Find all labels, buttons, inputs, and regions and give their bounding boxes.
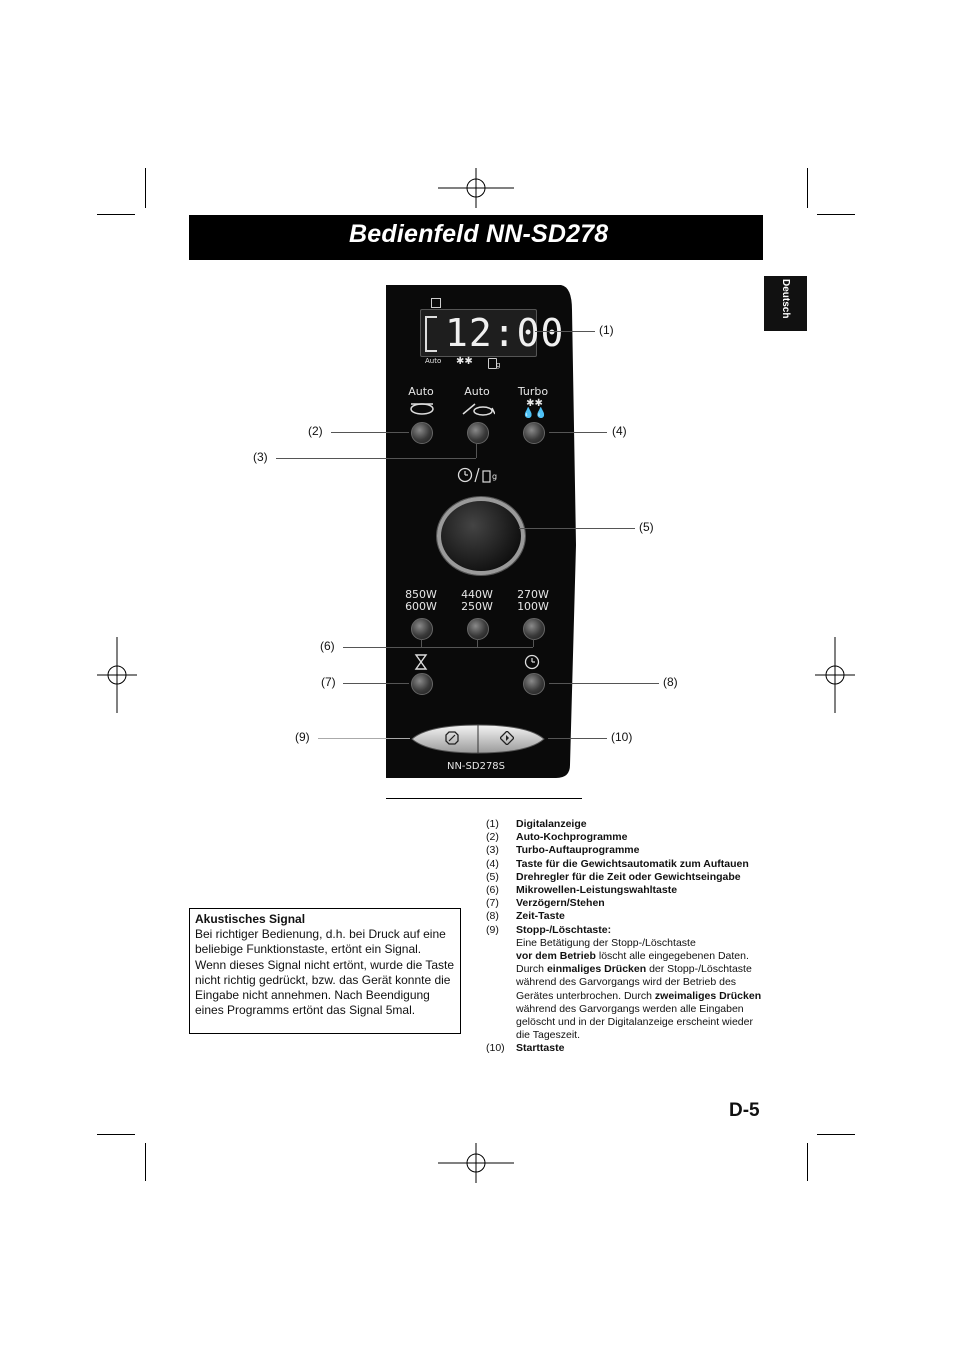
legend-item: (10)Starttaste (486, 1042, 565, 1055)
callout-9: (9) (295, 730, 310, 744)
dial-weight-unit: g (492, 472, 498, 481)
auto-cook-label: Auto (408, 385, 434, 398)
legend-item: (7)Verzögern/Stehen (486, 897, 605, 910)
stop-description: Eine Betätigung der Stopp-/Löschtaste vo… (516, 936, 762, 1042)
power-850-text: 850W (405, 588, 437, 601)
power-850-600-label: 850W 600W (402, 589, 440, 613)
legend-item: (1)Digitalanzeige (486, 818, 587, 830)
legend-item: (2)Auto-Kochprogramme (486, 831, 628, 844)
display-digits: 12:00 (445, 311, 565, 355)
leader-line (549, 432, 607, 433)
legend-list: (1)Digitalanzeige (2)Auto-Kochprogramme … (486, 818, 766, 1056)
power-250-text: 250W (461, 600, 493, 613)
crop-mark (817, 214, 855, 215)
leader-line (343, 647, 533, 648)
callout-8: (8) (663, 675, 678, 689)
divider (386, 798, 582, 799)
page-title: Bedienfeld NN-SD278 (349, 220, 609, 248)
callout-6: (6) (320, 639, 335, 653)
signal-heading: Akustisches Signal (195, 912, 306, 926)
model-number: NN-SD278S (446, 761, 506, 772)
power-270-100-button[interactable] (523, 618, 545, 640)
auto-cook-button[interactable] (411, 422, 433, 444)
language-tab-label: Deutsch (780, 279, 791, 319)
page-number: D-5 (729, 1100, 760, 1121)
power-440-250-label: 440W 250W (458, 589, 496, 613)
display-indicator-icon (431, 298, 441, 308)
leader-line (318, 738, 410, 739)
weight-defrost-button[interactable] (523, 422, 545, 444)
callout-4: (4) (612, 424, 627, 438)
leader-line (276, 458, 476, 459)
registration-mark-icon (97, 637, 137, 713)
power-270-100-label: 270W 100W (514, 589, 552, 613)
digital-display: 12:00 (420, 309, 563, 357)
crop-mark (807, 168, 808, 208)
legend-item: (9)Stopp-/Löschtaste: (486, 923, 612, 936)
leader-line (421, 639, 422, 647)
power-850-600-button[interactable] (411, 618, 433, 640)
legend-item: (6)Mikrowellen-Leistungswahltaste (486, 884, 678, 897)
turbo-defrost-icon: ✱✱💧💧 (522, 398, 547, 419)
legend-item: (8)Zeit-Taste (486, 910, 565, 923)
stop-icon (445, 731, 459, 745)
clock-weight-icon (457, 467, 491, 483)
leader-line (331, 432, 409, 433)
display-bracket (425, 316, 437, 352)
crop-mark (97, 214, 135, 215)
meat-fish-icon (462, 403, 495, 416)
leader-line (533, 639, 534, 647)
registration-mark-icon (438, 1143, 514, 1183)
crop-mark (817, 1134, 855, 1135)
registration-mark-icon (438, 168, 514, 208)
registration-mark-icon (815, 637, 855, 713)
signal-body: Bei richtiger Bedienung, d.h. bei Druck … (195, 927, 455, 1018)
language-tab: Deutsch (764, 276, 807, 331)
title-bar: Bedienfeld NN-SD278 (189, 215, 763, 260)
time-weight-dial[interactable] (437, 497, 525, 575)
turbo-defrost-button[interactable] (467, 422, 489, 444)
leader-line (535, 331, 595, 332)
leader-line (477, 639, 478, 647)
crop-mark (97, 1134, 135, 1135)
weight-indicator-icon (488, 358, 497, 369)
weight-unit-label: g (496, 361, 501, 369)
leader-line (519, 528, 635, 529)
delay-stand-button[interactable] (411, 673, 433, 695)
dish-icon (410, 403, 434, 415)
power-100-text: 100W (517, 600, 549, 613)
legend-item: (5)Drehregler für die Zeit oder Gewichts… (486, 870, 741, 883)
power-440-text: 440W (461, 588, 493, 601)
crop-mark (145, 1143, 146, 1181)
leader-line (549, 683, 659, 684)
leader-line (548, 738, 607, 739)
callout-2: (2) (308, 424, 323, 438)
callout-5: (5) (639, 520, 654, 534)
turbo-label: Turbo (517, 385, 549, 398)
legend-item: (4)Taste für die Gewichtsautomatik zum A… (486, 857, 749, 870)
clock-icon (524, 654, 540, 670)
auto-defrost-label: Auto (464, 385, 490, 398)
callout-1: (1) (599, 323, 614, 337)
stop-start-rocker (411, 724, 545, 754)
legend-item: (3)Turbo-Auftauprogramme (486, 844, 640, 857)
leader-line (476, 443, 477, 458)
hourglass-icon (414, 654, 428, 670)
signal-info-box: Akustisches Signal Bei richtiger Bedienu… (189, 908, 461, 1034)
timer-button[interactable] (523, 673, 545, 695)
turbo-defrost-indicator-icon: ✱✱ (456, 356, 473, 367)
leader-line (343, 683, 409, 684)
power-270-text: 270W (517, 588, 549, 601)
start-icon (500, 731, 514, 745)
legend-item-description: Eine Betätigung der Stopp-/Löschtaste vo… (486, 937, 766, 1043)
callout-7: (7) (321, 675, 336, 689)
crop-mark (145, 168, 146, 208)
callout-10: (10) (611, 730, 633, 744)
display-auto-label: Auto (425, 357, 442, 365)
power-440-250-button[interactable] (467, 618, 489, 640)
crop-mark (807, 1143, 808, 1181)
callout-3: (3) (253, 450, 268, 464)
stop-reset-button[interactable] (412, 725, 476, 753)
power-600-text: 600W (405, 600, 437, 613)
